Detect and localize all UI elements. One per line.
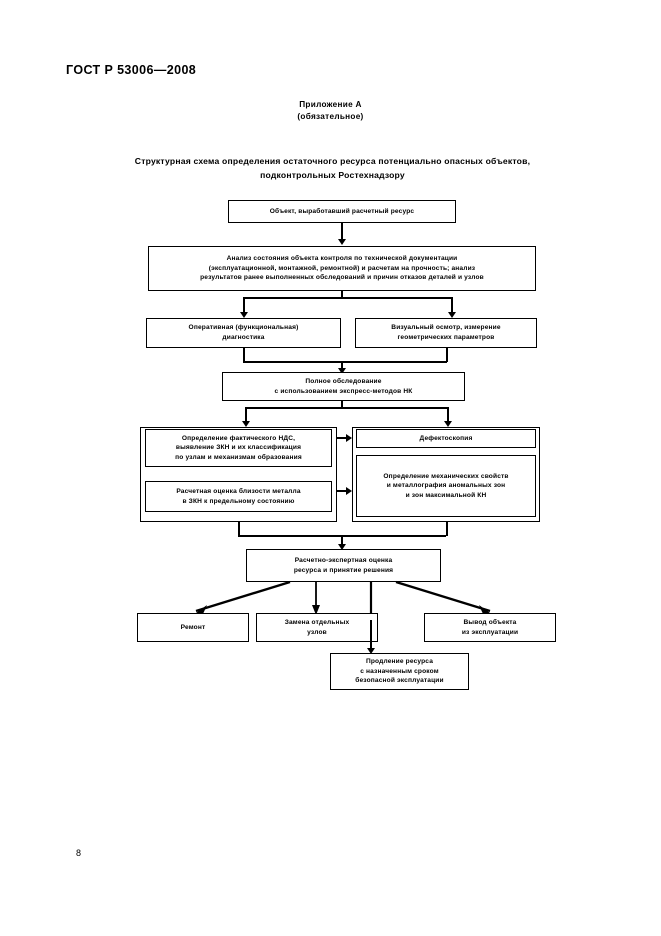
arrowhead-extend-life (367, 648, 375, 654)
connector-left-group-down (238, 522, 240, 536)
connector-full-survey-down (341, 401, 343, 408)
node-decommission-line-2: из эксплуатации (461, 628, 519, 636)
connector-to-extend-life (370, 620, 372, 650)
arrowhead-expert (338, 544, 346, 550)
node-start-label: Объект, выработавший расчетный ресурс (269, 207, 415, 215)
node-expert-assessment-line-1: Расчетно-экспертная оценка (294, 556, 393, 564)
node-mechanical-properties-line-2: и металлография аномальных зон (386, 482, 506, 490)
node-stress-state-line-1: Определение фактического НДС, (181, 434, 296, 442)
node-decommission: Вывод объекта из эксплуатации (424, 613, 556, 642)
connector-to-stress-state (245, 407, 247, 423)
node-full-survey: Полное обследование с использованием экс… (222, 372, 465, 401)
connector-to-operational (243, 297, 245, 314)
arrowhead-stress-to-flaw (346, 434, 352, 442)
node-analysis-line-3: результатов ранее выполненных обследован… (200, 274, 484, 282)
node-visual-inspection-line-1: Визуальный осмотр, измерение (391, 324, 501, 332)
node-start: Объект, выработавший расчетный ресурс (228, 200, 456, 223)
node-replace-units: Замена отдельных узлов (256, 613, 378, 642)
node-operational-diagnostics-line-1: Оперативная (функциональная) (188, 324, 299, 332)
connector-analysis-down (341, 291, 343, 298)
appendix-heading: Приложение А (обязательное) (0, 99, 661, 123)
connector-proximity-to-mech (337, 490, 347, 492)
node-repair-label: Ремонт (180, 623, 206, 631)
diagram-title-line-1: Структурная схема определения остаточног… (134, 156, 531, 166)
connector-right-group-down (446, 522, 448, 536)
arrowhead-stress-state (242, 421, 250, 427)
node-analysis-line-2: (эксплуатационной, монтажной, ремонтной)… (208, 264, 476, 272)
connector-merge-full-survey (243, 361, 447, 363)
connector-start-to-analysis (341, 223, 343, 242)
node-replace-units-line-2: узлов (307, 628, 327, 636)
connector-operational-down (243, 348, 245, 362)
node-flaw-detection-label: Дефектоскопия (419, 434, 473, 442)
connector-to-expert (341, 535, 343, 546)
node-repair: Ремонт (137, 613, 249, 642)
node-metal-proximity: Расчетная оценка близости металла в ЗКН … (145, 481, 332, 512)
node-metal-proximity-line-1: Расчетная оценка близости металла (176, 487, 301, 495)
node-visual-inspection: Визуальный осмотр, измерение геометричес… (355, 318, 537, 348)
node-metal-proximity-line-2: в ЗКН к предельному состоянию (182, 497, 295, 505)
arrowhead-analysis (338, 239, 346, 245)
arrowhead-operational (240, 312, 248, 318)
node-full-survey-line-1: Полное обследование (305, 377, 382, 385)
node-analysis: Анализ состояния объекта контроля по тех… (148, 246, 536, 291)
node-operational-diagnostics-line-2: диагностика (222, 334, 265, 341)
node-extend-life: Продление ресурса с назначенным сроком б… (330, 653, 469, 690)
diagram-title-line-2: подконтрольных Ростехнадзору (260, 170, 405, 180)
standard-number-header: ГОСТ Р 53006—2008 (66, 63, 197, 77)
node-stress-state: Определение фактического НДС, выявление … (145, 429, 332, 467)
node-extend-life-line-1: Продление ресурса (365, 658, 434, 666)
node-stress-state-line-3: по узлам и механизмам образования (175, 453, 302, 461)
connector-to-visual (451, 297, 453, 314)
connector-to-flaw-detection (447, 407, 449, 423)
node-expert-assessment: Расчетно-экспертная оценка ресурса и при… (246, 549, 441, 582)
page-number: 8 (76, 848, 82, 858)
node-extend-life-line-2: с назначенным сроком (360, 667, 439, 675)
node-mechanical-properties-line-1: Определение механических свойств (383, 472, 509, 480)
connector-visual-down (446, 348, 448, 362)
node-replace-units-line-1: Замена отдельных (284, 618, 350, 626)
connector-stress-to-flaw (337, 437, 347, 439)
node-visual-inspection-line-2: геометрических параметров (397, 334, 495, 341)
node-mechanical-properties-line-3: и зон максимальной КН (405, 491, 487, 499)
connector-full-survey-split (245, 407, 448, 409)
connector-analysis-split (243, 297, 452, 299)
appendix-type: (обязательное) (297, 112, 364, 121)
node-extend-life-line-3: безопасной эксплуатации (355, 677, 444, 685)
appendix-label: Приложение А (299, 100, 362, 109)
node-expert-assessment-line-2: ресурса и принятие решения (293, 566, 394, 574)
connector-to-full-survey (341, 361, 343, 370)
arrowhead-flaw-detection (444, 421, 452, 427)
node-mechanical-properties: Определение механических свойств и метал… (356, 455, 536, 517)
arrowhead-full-survey (338, 368, 346, 374)
node-analysis-line-1: Анализ состояния объекта контроля по тех… (226, 255, 458, 263)
node-full-survey-line-2: с использованием экспресс-методов НК (274, 387, 413, 395)
node-operational-diagnostics: Оперативная (функциональная) диагностика (146, 318, 341, 348)
arrowhead-visual (448, 312, 456, 318)
node-flaw-detection: Дефектоскопия (356, 429, 536, 448)
node-stress-state-line-2: выявление ЗКН и их классификация (175, 444, 302, 452)
arrowhead-proximity-to-mech (346, 487, 352, 495)
node-decommission-line-1: Вывод объекта (463, 618, 517, 626)
diagram-title: Структурная схема определения остаточног… (60, 154, 605, 182)
